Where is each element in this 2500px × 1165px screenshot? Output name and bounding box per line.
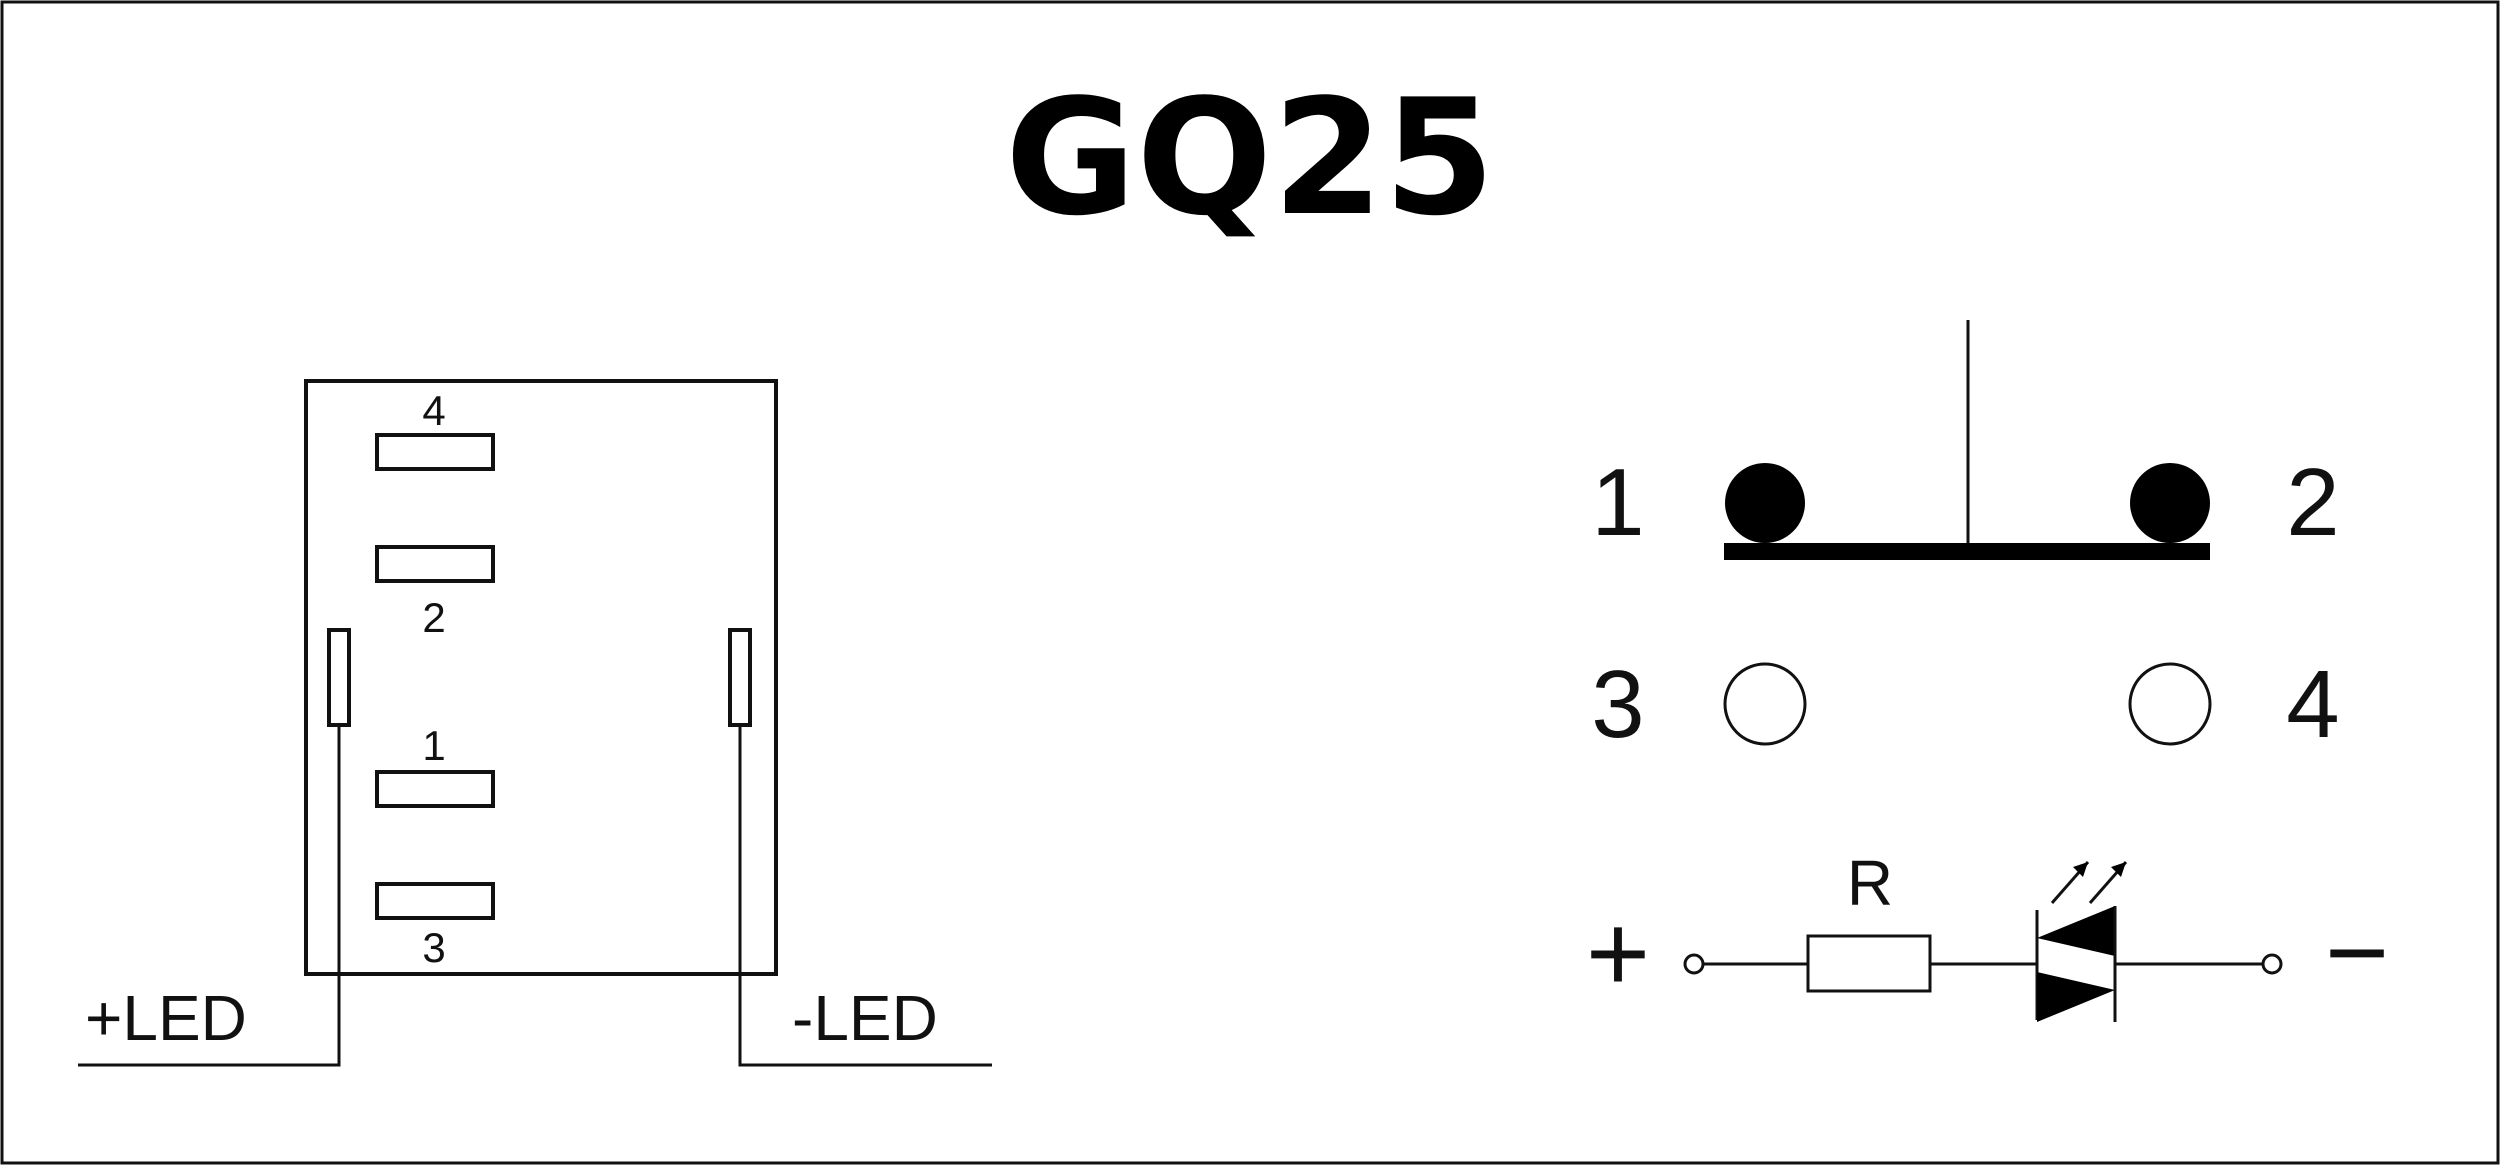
led-symbol [2035, 861, 2128, 1022]
led-minus-label: -LED [792, 982, 938, 1054]
terminal-pin-4 [375, 433, 495, 471]
led-triangle-lower [2037, 972, 2115, 1022]
contact-1-closed [1725, 463, 1805, 543]
contact-bar [1724, 543, 2210, 560]
light-arrow-1-head [2073, 862, 2088, 877]
led-plus-terminal [327, 628, 351, 727]
contact-label-1: 1 [1591, 449, 1644, 556]
plus-node [1683, 953, 1705, 975]
led-circuit: + R − [1586, 847, 2389, 1022]
connector-view: 4 2 1 3 +LED -LED [78, 379, 992, 1067]
resistor-label: R [1847, 847, 1893, 919]
contact-3-open [1723, 662, 1807, 746]
pin-label-2: 2 [422, 594, 445, 641]
contact-label-2: 2 [2286, 449, 2339, 556]
connector-housing [304, 379, 778, 976]
switch-symbol: 1 2 3 4 [1591, 320, 2340, 758]
pin-label-3: 3 [422, 924, 445, 971]
terminal-pin-1 [375, 770, 495, 808]
terminal-pin-2 [375, 545, 495, 583]
contact-label-4: 4 [2286, 651, 2339, 758]
plus-sign: + [1586, 892, 1650, 1015]
led-plus-leader [78, 725, 341, 1067]
contact-2-closed [2130, 463, 2210, 543]
resistor [1806, 934, 1932, 993]
contact-4-open [2128, 662, 2212, 746]
contact-label-3: 3 [1591, 651, 1644, 758]
terminal-pin-3 [375, 882, 495, 920]
pin-label-4: 4 [422, 387, 445, 434]
diagram-title: GQ25 [1005, 64, 1495, 251]
minus-sign: − [2325, 891, 2389, 1014]
led-plus-label: +LED [85, 982, 247, 1054]
pin-label-1: 1 [422, 722, 445, 769]
light-arrow-2-head [2111, 862, 2126, 877]
led-triangle-upper [2037, 906, 2115, 956]
led-minus-leader [738, 725, 992, 1067]
led-minus-terminal [728, 628, 752, 727]
minus-node [2261, 953, 2283, 975]
